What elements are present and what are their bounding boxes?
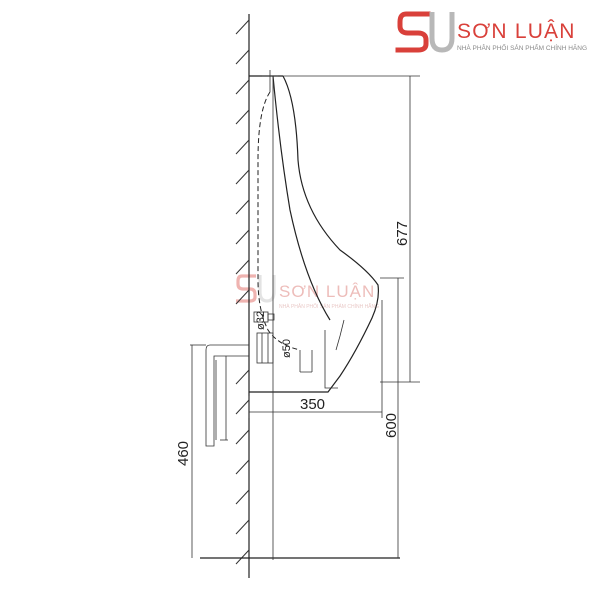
brand-name: SƠN LUẬN <box>457 20 576 43</box>
urinal-body <box>249 70 379 560</box>
dim-height-total-label: 677 <box>394 221 411 246</box>
watermark-tagline: NHÀ PHÂN PHỐI SẢN PHẨM CHÍNH HÃNG <box>279 303 379 310</box>
brand-mark-icon <box>395 11 455 53</box>
brand-logo: SƠN LUẬN NHÀ PHÂN PHỐI SẢN PHẨM CHÍNH HÃ… <box>395 11 587 53</box>
wall-hatching <box>235 19 250 565</box>
watermark-name: SƠN LUẬN <box>279 282 375 301</box>
brand-tagline: NHÀ PHÂN PHỐI SẢN PHẨM CHÍNH HÃNG <box>457 42 587 52</box>
dim-depth-label: 350 <box>300 396 325 413</box>
watermark-mark-icon <box>236 274 276 303</box>
dim-outlet-height-label: 460 <box>175 441 192 466</box>
watermark: SƠN LUẬN NHÀ PHÂN PHỐI SẢN PHẨM CHÍNH HÃ… <box>236 274 379 310</box>
dim-outlet-diameter-label: ø50 <box>281 339 293 358</box>
dim-rim-height-label: 600 <box>383 413 400 438</box>
wall <box>235 14 250 578</box>
dimension-lines <box>190 75 420 558</box>
pipework <box>205 311 275 447</box>
dim-inlet-diameter-label: ø32 <box>255 311 267 330</box>
